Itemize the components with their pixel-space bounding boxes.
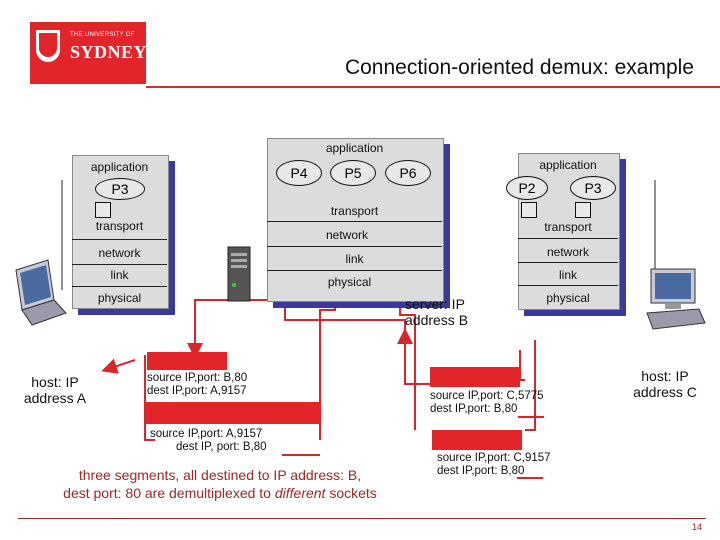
segment-4-text: source IP,port: C,9157 dest IP,port: B,8…	[437, 452, 551, 478]
segment-payload-1	[145, 402, 320, 424]
segment-1-line1: source IP,port: B,80	[147, 372, 248, 384]
logo-line1: THE UNIVERSITY OF	[70, 32, 135, 38]
desktop-computer-icon	[646, 268, 706, 330]
host-a-process-p3: P3	[95, 178, 145, 200]
segment-1-text: source IP,port: B,80 dest IP,port: A,915…	[147, 372, 247, 398]
laptop-icon	[15, 259, 67, 326]
server-physical-label: physical	[327, 275, 372, 289]
slide-title: Connection-oriented demux: example	[344, 56, 694, 79]
segment-4-line2: dest IP,port: B,80	[437, 465, 525, 477]
server-link-label: link	[345, 252, 364, 266]
segment-1-line2: dest IP,port: A,9157	[147, 385, 247, 397]
page-number: 14	[692, 522, 703, 532]
host-c-application-label: application	[539, 158, 597, 172]
crest-icon	[36, 30, 60, 62]
segment-2-line1: source IP,port: A,9157	[150, 428, 263, 440]
host-a-physical-label: physical	[97, 291, 142, 305]
arrow-seg-c9157	[525, 340, 536, 431]
segment-3-line1: source IP,port: C,5775	[430, 390, 544, 402]
server-network-label: network	[325, 228, 369, 242]
university-logo: THE UNIVERSITY OF SYDNEY	[30, 22, 148, 84]
note-line1: three segments, all destined to IP addre…	[78, 467, 362, 483]
segment-header-4	[432, 430, 522, 450]
footer-rule	[18, 518, 706, 519]
host-a-application-label: application	[90, 160, 149, 174]
host-a-transport-label: transport	[95, 219, 144, 233]
host-a-network-label: network	[98, 246, 141, 260]
host-a-socket	[95, 202, 111, 218]
segment-header-3	[430, 367, 520, 387]
logo-line2: SYDNEY	[70, 42, 148, 62]
server-icon	[227, 246, 251, 302]
server-address-label: server: IP address B	[405, 296, 469, 328]
host-c-process-p2: P2	[506, 176, 548, 200]
segment-2-text: source IP,port: A,9157 dest IP, port: B,…	[150, 428, 267, 454]
server-process-p6: P6	[385, 160, 431, 186]
server-application-label: application	[325, 141, 384, 155]
host-c-physical-label: physical	[546, 291, 590, 305]
server-process-p4: P4	[276, 160, 322, 186]
arrow-seg-c5775	[519, 350, 525, 381]
host-c-network-label: network	[546, 245, 590, 259]
note-line2: dest port: 80 are demultiplexed to diffe…	[63, 485, 377, 501]
host-c-process-p3: P3	[570, 176, 616, 200]
host-c-address-label: host: IP address C	[633, 368, 697, 400]
segment-2-line2: dest IP, port: B,80	[176, 441, 267, 453]
host-c-link-label: link	[558, 268, 577, 282]
demux-note: three segments, all destined to IP addre…	[20, 466, 420, 502]
segment-3-text: source IP,port: C,5775 dest IP,port: B,8…	[430, 390, 544, 416]
server-transport-label: transport	[330, 204, 379, 218]
slide-header: THE UNIVERSITY OF SYDNEY Connection-orie…	[0, 0, 720, 92]
segment-4-line1: source IP,port: C,9157	[437, 452, 551, 464]
host-c-socket-1	[521, 202, 537, 218]
arrow-seg-a9157	[144, 355, 155, 441]
host-a-address-label: host: IP address A	[23, 374, 87, 406]
title-rule	[146, 86, 720, 88]
host-a-link-label: link	[110, 268, 129, 282]
segment-header-1	[147, 352, 227, 370]
segment-3-line2: dest IP,port: B,80	[430, 403, 518, 415]
server-process-p5: P5	[330, 160, 376, 186]
host-c-socket-2	[575, 202, 591, 218]
host-c-transport-label: transport	[544, 220, 592, 234]
